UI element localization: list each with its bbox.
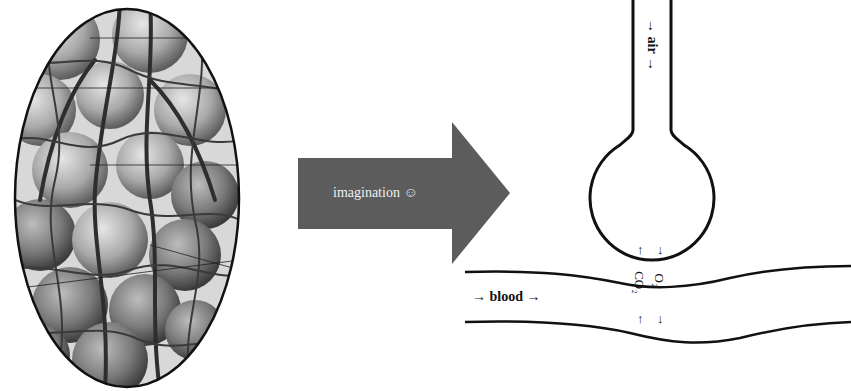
capillary-outline — [465, 266, 851, 343]
air-label: → air → — [645, 19, 659, 71]
co2-label: CO₂ — [633, 271, 646, 294]
node-text: imagination ☺ — [333, 185, 418, 201]
node-text: → blood → — [472, 289, 541, 305]
alveoli-illustration — [4, 0, 250, 391]
alveolus-outline — [590, 0, 714, 260]
big-arrow — [298, 122, 510, 264]
flow-arrow: ↓ — [657, 312, 664, 325]
flow-arrow: ↑ — [637, 312, 644, 325]
arrow-caption-box: imagination ☺ — [329, 181, 422, 205]
o2-label: O₂ — [653, 274, 666, 288]
capillary-band: → blood → — [470, 287, 543, 307]
flow-arrow: ↓ — [657, 243, 664, 256]
oval-frame — [15, 9, 239, 387]
flow-arrow: ↑ — [637, 243, 644, 256]
